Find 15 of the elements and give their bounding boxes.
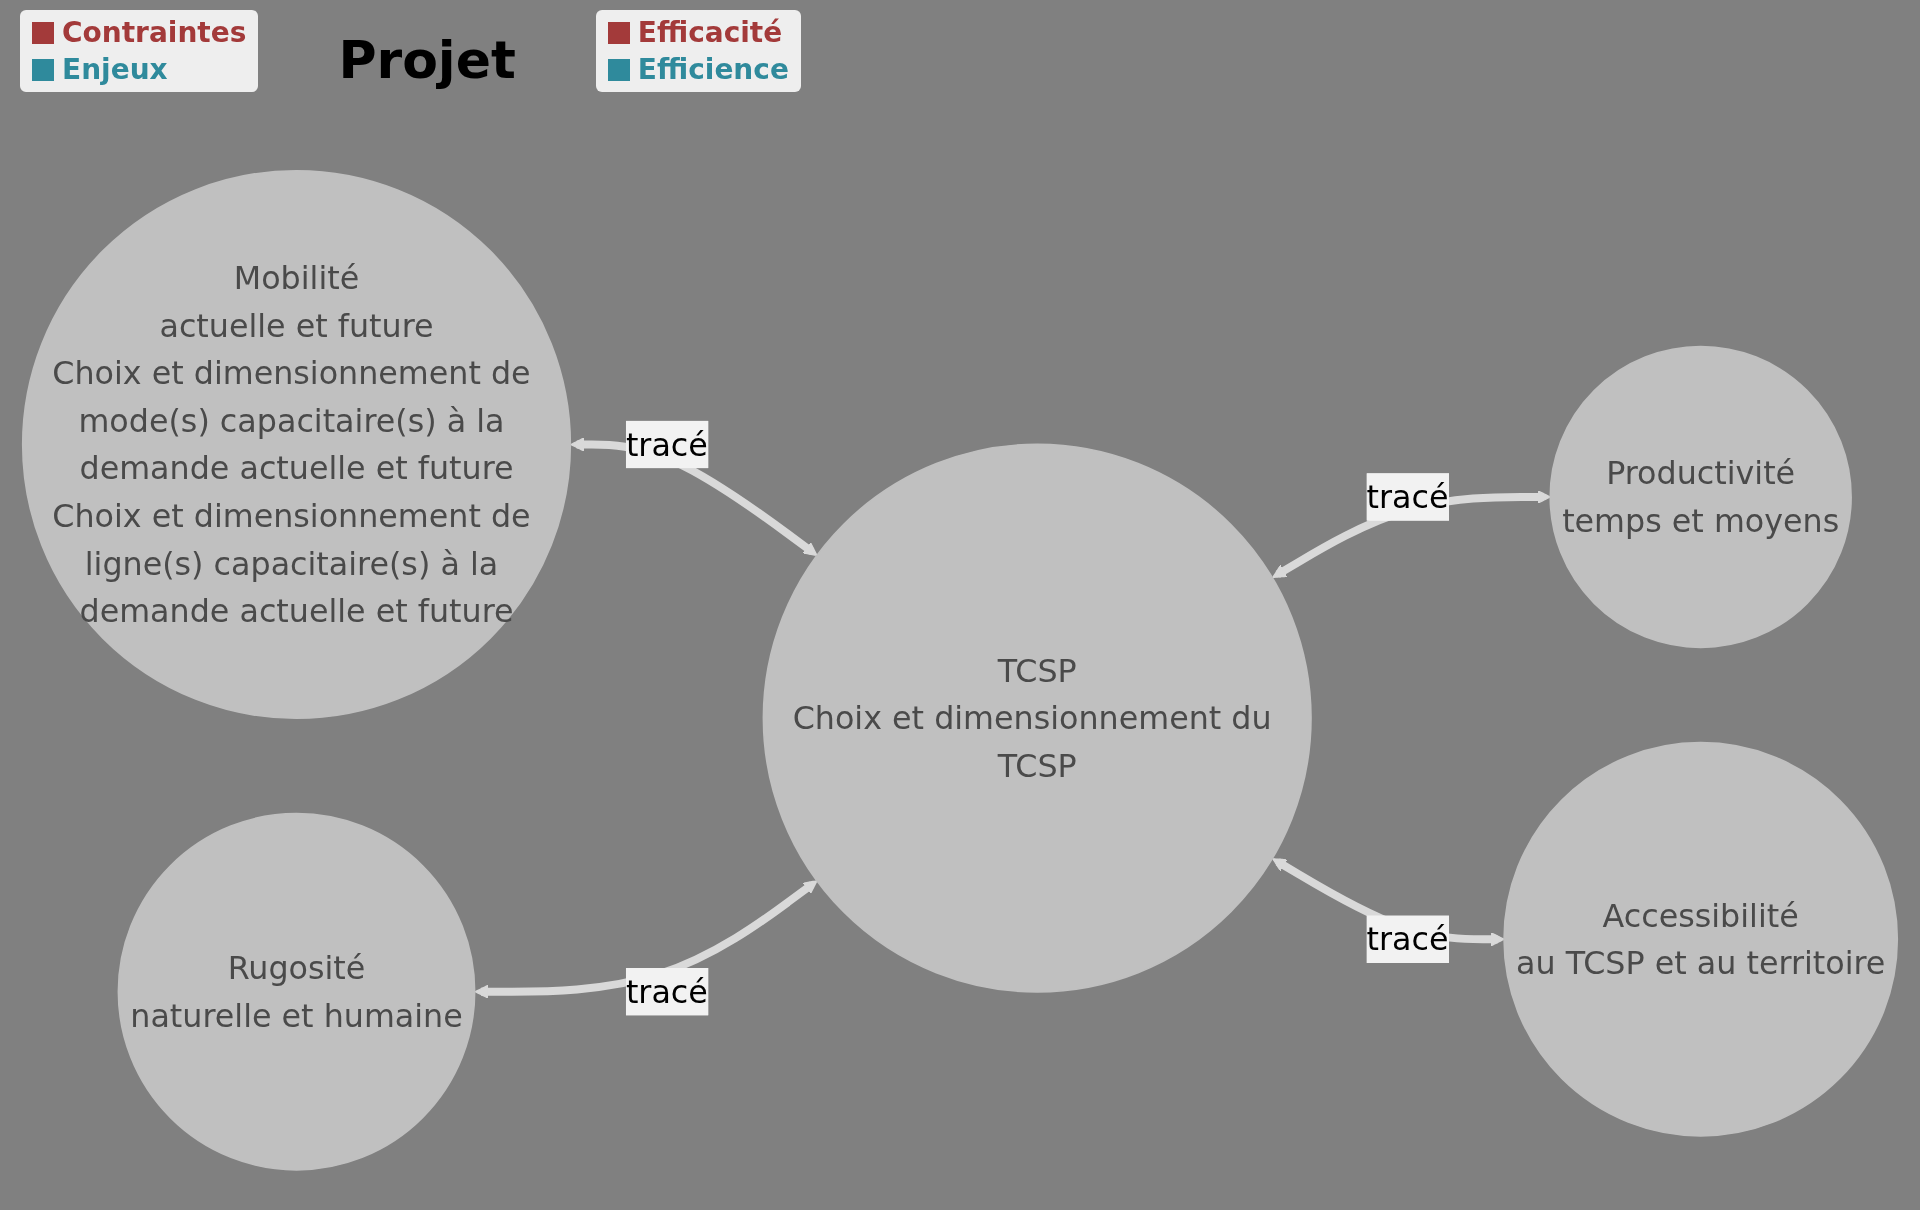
title: Projet — [338, 30, 516, 90]
edge-label: tracé — [625, 972, 708, 1011]
node-circle: Accessibilité au TCSP et au territoire — [1503, 741, 1899, 1137]
legend-label: Contraintes — [62, 16, 247, 49]
edge-label: tracé — [1366, 919, 1449, 959]
edge-label: tracé — [625, 425, 708, 464]
arrow — [474, 879, 818, 999]
legend-label: Enjeux — [62, 53, 168, 86]
legend-label: Efficacité — [637, 16, 783, 49]
node-circle: Productivité temps et moyens — [1549, 345, 1852, 648]
node-circle: TCSP Choix et dimensionnement du TCSP — [762, 443, 1312, 993]
legend-label: Efficience — [637, 53, 789, 86]
node-circle: Mobilité actuelle et future Choix et dimensionnement de mode(s) capacitaire(s) à la demande actuelle et future Choix et dimensionnement de ligne(s) capacitaire(s) à la demande actuelle et future — [21, 169, 572, 719]
node-circle: Rugosité naturelle et humaine — [117, 812, 476, 1171]
edge-label: tracé — [1366, 477, 1449, 516]
